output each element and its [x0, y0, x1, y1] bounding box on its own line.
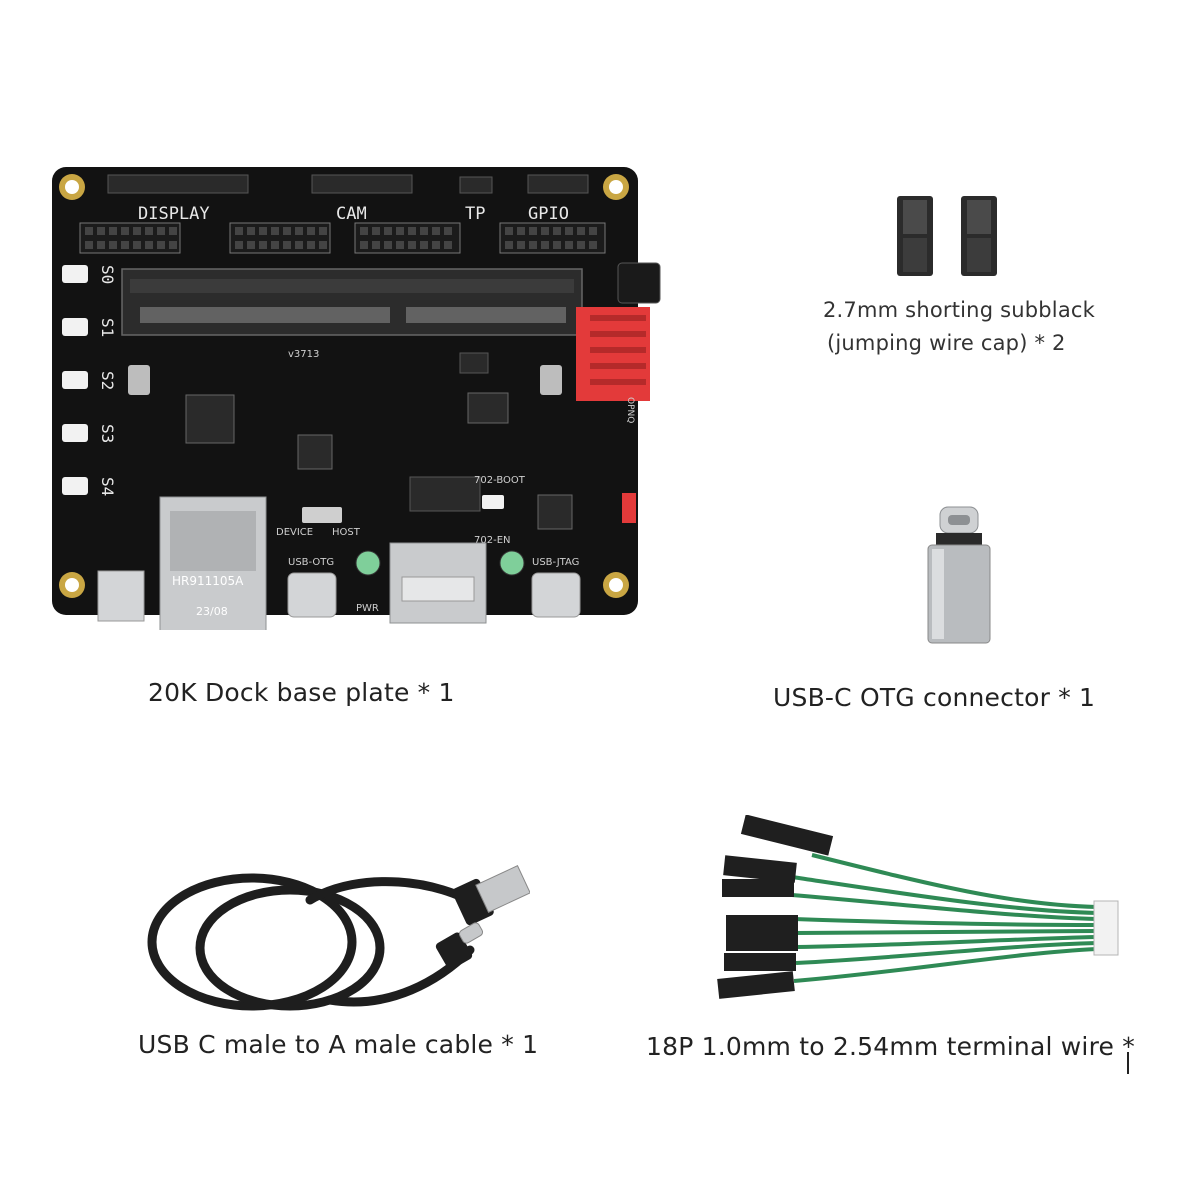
- terminal-wire-image: [717, 815, 1119, 999]
- button-label-s0: S0: [98, 265, 117, 284]
- red-connector: [576, 307, 650, 401]
- header-label-tp: TP: [465, 204, 485, 224]
- audio-jack: [617, 262, 661, 304]
- cursor-mark: [1127, 1052, 1129, 1074]
- dev-board-image: DISPLAY CAM TP GPIO S0: [52, 167, 661, 630]
- cable-loops: [147, 873, 483, 1011]
- version-label: v3713: [288, 349, 319, 360]
- host-label: HOST: [332, 527, 361, 538]
- capacitor: [355, 550, 381, 576]
- adapter-neck: [936, 533, 982, 547]
- usb-c-plug: [435, 922, 484, 970]
- red-connector-slots: [590, 315, 646, 385]
- pwr-label: PWR: [356, 603, 379, 614]
- jst-connector: [1093, 900, 1119, 956]
- button-label-s2: S2: [98, 371, 117, 390]
- header-label-cam: CAM: [336, 204, 367, 224]
- side-label: OPNQ: [625, 397, 635, 423]
- ethernet-model-label: HR911105A: [172, 574, 244, 588]
- jumper-cap: [897, 196, 933, 276]
- header-label-display: DISPLAY: [138, 204, 210, 224]
- button-label-s4: S4: [98, 477, 117, 496]
- mount-hole: [59, 174, 629, 598]
- green-wires: [791, 853, 1098, 983]
- boot-label: 702-BOOT: [474, 475, 526, 486]
- caption-otg: USB-C OTG connector * 1: [773, 683, 1096, 712]
- boot-button: [482, 495, 504, 509]
- tactile-buttons: [62, 265, 88, 495]
- dupont-connectors: [717, 815, 834, 999]
- ic-chips: [185, 352, 573, 530]
- ethernet-jack: [159, 496, 267, 630]
- en-label: 702-EN: [474, 535, 511, 546]
- ethernet-date-label: 23/08: [196, 605, 228, 618]
- fpc-connectors: [107, 174, 589, 194]
- usb-jtag-label: USB-JTAG: [532, 557, 579, 568]
- device-label: DEVICE: [276, 527, 313, 538]
- usb-cable-image: [147, 865, 530, 1011]
- caption-cable: USB C male to A male cable * 1: [138, 1030, 539, 1059]
- mode-switch: [302, 507, 342, 523]
- button-label-s3: S3: [98, 424, 117, 443]
- usb-c-port-otg: [287, 572, 337, 618]
- jumper-cap-image: [897, 196, 997, 276]
- otg-adapter-image: [927, 506, 991, 644]
- usb-otg-label: USB-OTG: [288, 557, 334, 568]
- caption-board: 20K Dock base plate * 1: [148, 678, 455, 707]
- capacitor: [499, 550, 525, 576]
- caption-wire: 18P 1.0mm to 2.54mm terminal wire *: [646, 1032, 1135, 1061]
- button-label-s1: S1: [98, 318, 117, 337]
- header-label-gpio: GPIO: [528, 204, 569, 224]
- jumper-cap: [961, 196, 997, 276]
- module-slot: [121, 268, 583, 395]
- usb-c-port-left: [97, 570, 145, 622]
- usb-a-plug: [452, 865, 530, 926]
- usb-c-port-jtag: [531, 572, 581, 618]
- hdmi-port: [389, 542, 487, 624]
- red-switch: [622, 493, 636, 523]
- caption-jumper-line1: 2.7mm shorting subblack: [823, 298, 1096, 322]
- pin-headers: [79, 222, 606, 254]
- caption-jumper-line2: (jumping wire cap) * 2: [827, 331, 1066, 355]
